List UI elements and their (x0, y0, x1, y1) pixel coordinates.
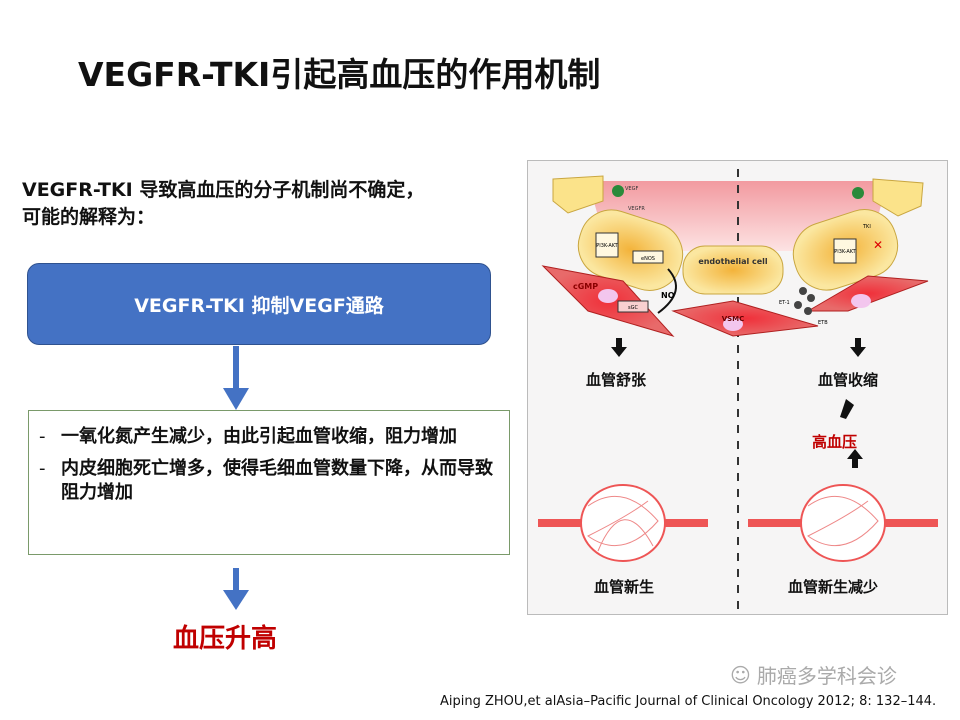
effect-item: -内皮细胞死亡增多，使得毛细血管数量下降，从而导致阻力增加 (39, 458, 493, 503)
svg-text:VSMC: VSMC (722, 315, 745, 323)
effects-box: -一氧化氮产生减少，由此引起血管收缩，阻力增加 -内皮细胞死亡增多，使得毛细血管… (28, 410, 510, 555)
citation: Aiping ZHOU,et alAsia–Pacific Journal of… (440, 694, 937, 709)
vasodilation-label: 血管舒张 (586, 371, 647, 389)
reduced-angiogenesis-label: 血管新生减少 (788, 578, 879, 596)
hypertension-label: 高血压 (812, 433, 858, 451)
mechanism-box: VEGFR-TKI 抑制VEGF通路 (27, 263, 491, 345)
down-arrow-icon (223, 346, 249, 410)
svg-text:cGMP: cGMP (573, 282, 598, 291)
svg-text:VEGF: VEGF (625, 186, 638, 192)
svg-text:ETB: ETB (818, 320, 828, 326)
mechanism-figure: endothelial cell VEGF VEGFR PI3K-AKT eNO… (527, 160, 948, 615)
svg-text:TKI: TKI (862, 224, 871, 230)
svg-text:eNOS: eNOS (641, 256, 655, 262)
capillary-left (538, 484, 708, 562)
result-text: 血压升高 (173, 624, 278, 654)
effect-item: -一氧化氮产生减少，由此引起血管收缩，阻力增加 (39, 426, 457, 447)
capillary-right (748, 484, 938, 562)
svg-text:PI3K-AKT: PI3K-AKT (834, 249, 856, 255)
vasoconstriction-label: 血管收缩 (818, 371, 879, 389)
svg-text:PI3K-AKT: PI3K-AKT (596, 243, 618, 249)
intro-text: VEGFR-TKI 导致高血压的分子机制尚不确定， 可能的解释为： (22, 177, 424, 231)
angiogenesis-label: 血管新生 (594, 578, 655, 596)
figure-drawing: endothelial cell VEGF VEGFR PI3K-AKT eNO… (538, 169, 938, 611)
watermark: ☺肺癌多学科会诊 (730, 662, 897, 689)
intro-line-1: VEGFR-TKI 导致高血压的分子机制尚不确定， (22, 179, 425, 201)
svg-text:VEGFR: VEGFR (628, 206, 645, 212)
endothelial-label: endothelial cell (698, 257, 768, 266)
vegf-icon (612, 185, 624, 197)
down-arrow-icon (223, 568, 249, 610)
intro-line-2: 可能的解释为： (22, 206, 156, 228)
svg-text:NO: NO (661, 291, 675, 300)
svg-text:sGC: sGC (628, 305, 638, 311)
slide-title: VEGFR-TKI引起高血压的作用机制 (78, 55, 601, 94)
svg-text:ET-1: ET-1 (779, 300, 790, 306)
wechat-icon: ☺ (730, 662, 751, 687)
svg-text:✕: ✕ (873, 238, 883, 252)
